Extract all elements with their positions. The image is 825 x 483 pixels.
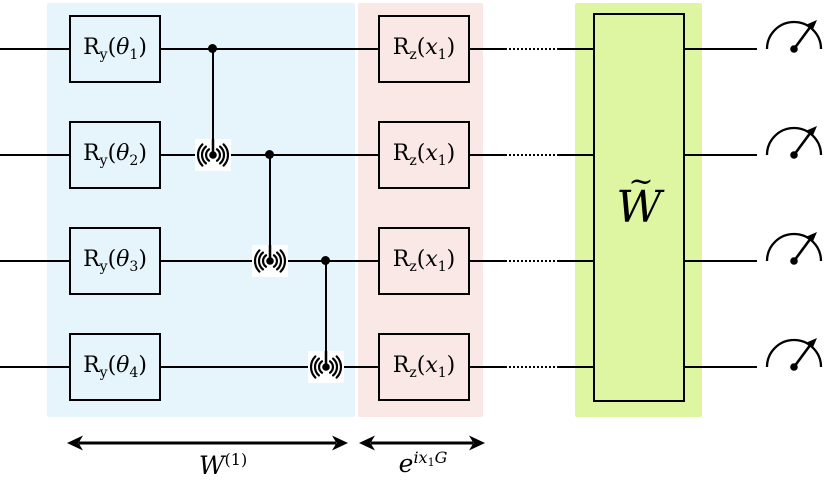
ry-gate-wire3: Ry(θ3) [69,227,161,295]
ry-gate-label: Ry(θ3) [83,246,147,275]
entangling-gate-icon [252,245,288,277]
entangler-connector-2 [269,155,271,261]
w-tilde-label: ~W [616,163,662,233]
rz-gate-wire1: Rz(x1) [378,15,470,83]
w-tilde-gate: ~W [593,13,685,402]
qubit-wire-2-dotted [505,154,559,156]
ry-gate-label: Ry(θ1) [83,34,147,63]
exp-label: eix1G [398,448,448,478]
tilde-accent: ~ [628,163,654,199]
measurement-icon [765,232,823,265]
ry-gate-label: Ry(θ2) [83,140,147,169]
w1-label: W(1) [198,450,248,480]
qubit-wire-3-dotted [505,260,559,262]
double-arrow-exp [359,435,485,451]
control-dot-wire1 [208,44,217,53]
rz-gate-label: Rz(x1) [392,140,456,169]
ry-gate-wire1: Ry(θ1) [69,15,161,83]
ry-gate-wire2: Ry(θ2) [69,121,161,189]
control-dot-wire2 [265,150,274,159]
measurement-icon [765,126,823,159]
qubit-wire-4-dotted [505,366,559,368]
rz-gate-label: Rz(x1) [392,34,456,63]
qubit-wire-1-dotted [505,48,559,50]
qubit-wire-2 [0,154,505,156]
qubit-wire-1 [0,48,505,50]
ry-gate-label: Ry(θ4) [83,352,147,381]
ry-gate-wire4: Ry(θ4) [69,333,161,401]
rz-gate-wire4: Rz(x1) [378,333,470,401]
measurement-icon [765,20,823,53]
entangling-gate-icon [308,351,344,383]
entangler-connector-1 [212,49,214,155]
double-arrow-w1 [67,435,348,451]
rz-gate-wire3: Rz(x1) [378,227,470,295]
control-dot-wire3 [321,256,330,265]
rz-gate-wire2: Rz(x1) [378,121,470,189]
entangling-gate-icon [195,139,231,171]
qubit-wire-4 [0,366,505,368]
measurement-icon [765,338,823,371]
rz-gate-label: Rz(x1) [392,352,456,381]
rz-gate-label: Rz(x1) [392,246,456,275]
entangler-connector-3 [325,261,327,367]
